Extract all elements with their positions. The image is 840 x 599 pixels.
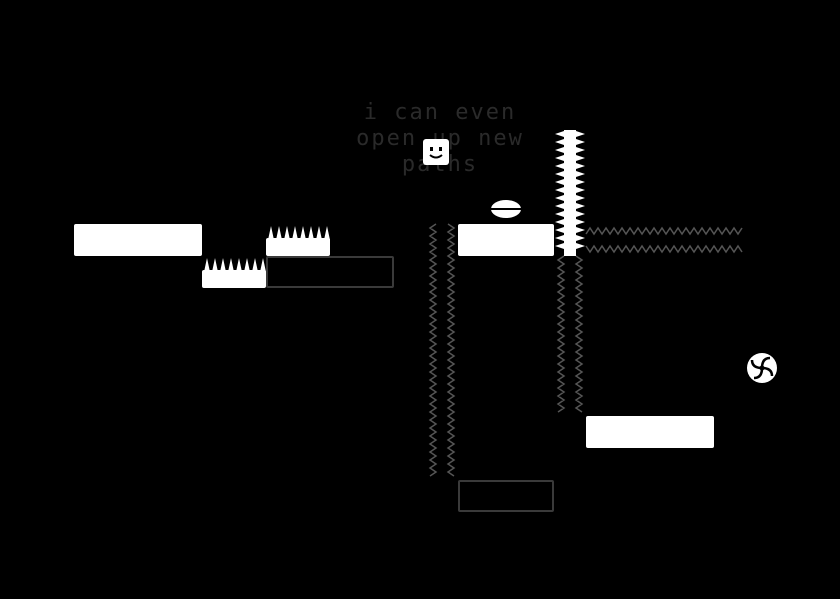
player-character[interactable] <box>422 138 450 166</box>
inactive-saw-chain-left <box>428 223 456 477</box>
platform-left <box>74 224 202 256</box>
platform-center <box>458 224 554 256</box>
platform-spiked-high <box>266 238 330 256</box>
spike-row-high <box>268 226 330 240</box>
inactive-saw-chain-center <box>556 255 584 413</box>
ghost-platform-left <box>266 256 394 288</box>
tutorial-hint: i can even open up new paths <box>330 100 550 178</box>
platform-spiked-low <box>202 270 266 288</box>
platform-right-low <box>586 416 714 448</box>
spike-pillar <box>555 130 585 256</box>
key-pickup[interactable] <box>490 198 522 220</box>
exit-portal[interactable] <box>746 352 778 384</box>
ghost-platform-bottom <box>458 480 554 512</box>
spike-row-low <box>204 258 266 272</box>
inactive-saw-chain-horizontal <box>585 226 743 254</box>
hint-line-1: i can even <box>363 100 517 125</box>
